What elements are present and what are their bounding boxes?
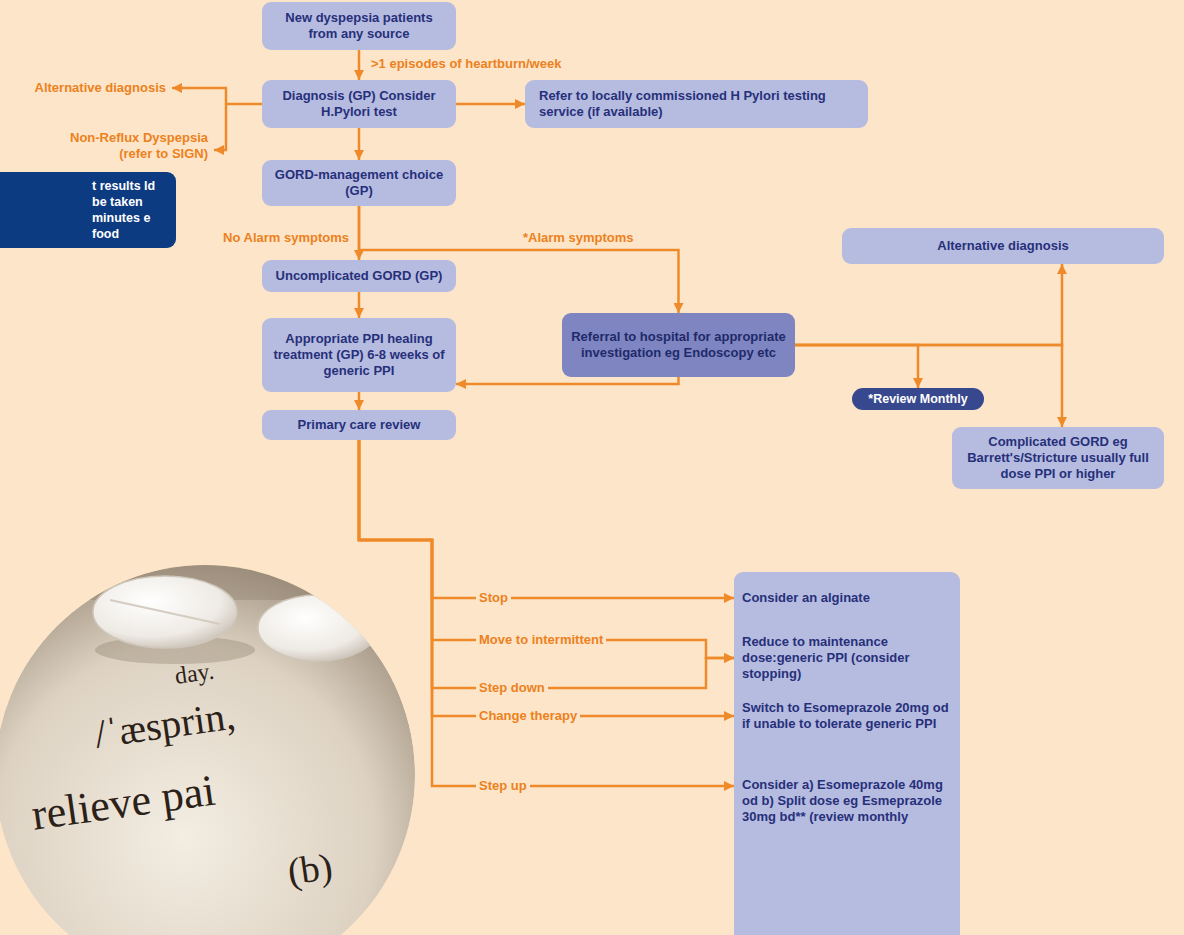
node-text: Complicated GORD eg Barrett's/Stricture … (960, 434, 1156, 482)
process-box: Uncomplicated GORD (GP) (262, 260, 456, 292)
flow-arrow (795, 345, 1062, 427)
node-text: Consider an alginate (742, 590, 952, 606)
node-text: Diagnosis (GP) Consider H.Pylori test (270, 88, 448, 120)
node-text: Switch to Esomeprazole 20mg od if unable… (742, 700, 952, 732)
flow-arrow (359, 440, 734, 688)
flow-arrow (358, 392, 361, 410)
options-panel: Consider an alginateReduce to maintenanc… (734, 572, 960, 935)
process-box: Primary care review (262, 410, 456, 440)
flow-arrow (359, 440, 734, 716)
process-box: GORD-management choice (GP) (262, 160, 456, 206)
photo-content (0, 560, 430, 935)
node-text: Primary care review (298, 417, 421, 433)
edge-label: Change therapy (476, 708, 580, 724)
review-pill: *Review Monthly (852, 388, 984, 410)
process-box: Complicated GORD eg Barrett's/Stricture … (952, 427, 1164, 489)
node-text: *Review Monthly (868, 391, 967, 407)
node-text: Appropriate PPI healing treatment (GP) 6… (270, 331, 448, 379)
flow-arrow (795, 264, 1062, 345)
edge-label: Move to intermittent (476, 632, 606, 648)
flow-arrow (358, 128, 361, 160)
edge-label: Step up (476, 778, 530, 794)
pill (93, 576, 237, 648)
photo-text: (b) (285, 844, 335, 894)
node-text: Consider a) Esomeprazole 40mg od b) Spli… (742, 777, 952, 825)
node-text: Alternative diagnosis (937, 238, 1068, 254)
side-outcome: Non-Reflux Dyspepsia (refer to SIGN) (48, 130, 208, 162)
bracket-arrow (214, 149, 227, 152)
edge-label: Stop (476, 590, 511, 606)
note-box: t results ld be taken minutes e food (0, 172, 176, 248)
process-box: Diagnosis (GP) Consider H.Pylori test (262, 80, 456, 128)
process-box: Refer to locally commissioned H Pylori t… (525, 80, 868, 128)
process-box: Alternative diagnosis (842, 228, 1164, 264)
flow-arrow (358, 292, 361, 318)
flow-arrow (456, 103, 525, 106)
photo-text: day. (173, 657, 216, 690)
edge-label: >1 episodes of heartburn/week (368, 56, 564, 72)
flow-arrow (359, 440, 734, 786)
edge-label: *Alarm symptoms (520, 230, 637, 246)
bracket-line (226, 103, 262, 106)
side-outcome: Alternative diagnosis (35, 80, 166, 96)
flow-arrow (456, 377, 679, 384)
process-box: Referral to hospital for appropriate inv… (562, 313, 795, 377)
node-text: New dyspepsia patients from any source (270, 10, 448, 42)
photo-ground (0, 565, 415, 935)
node-text: t results ld be taken minutes e food (92, 178, 170, 242)
flow-arrow (359, 440, 734, 598)
bracket-line (225, 88, 228, 150)
edge-label: Step down (476, 680, 548, 696)
node-text: Uncomplicated GORD (GP) (276, 268, 443, 284)
process-box: Appropriate PPI healing treatment (GP) 6… (262, 318, 456, 392)
node-text: Referral to hospital for appropriate inv… (570, 329, 787, 361)
edge-label: No Alarm symptoms (220, 230, 352, 246)
flow-arrow (358, 50, 361, 80)
node-text: Reduce to maintenance dose:generic PPI (… (742, 634, 952, 682)
flow-arrow (359, 440, 734, 658)
bracket-arrow (172, 87, 227, 90)
pill (258, 595, 378, 661)
node-text: Refer to locally commissioned H Pylori t… (539, 88, 854, 120)
flow-arrow (795, 345, 918, 388)
node-text: GORD-management choice (GP) (270, 167, 448, 199)
pill-groove (110, 600, 220, 624)
process-box: New dyspepsia patients from any source (262, 2, 456, 50)
